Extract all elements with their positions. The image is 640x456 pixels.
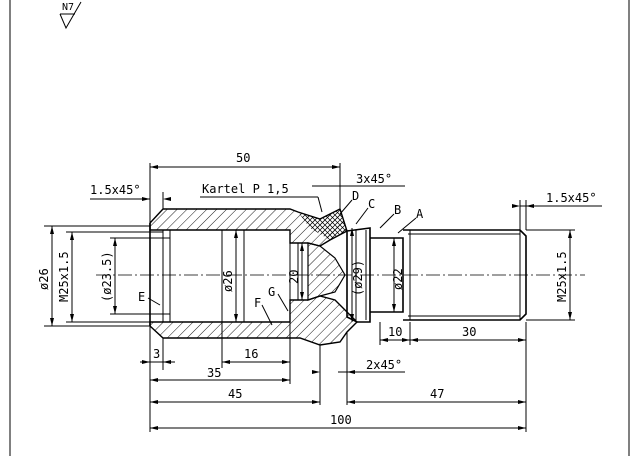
dim-dia26-outer: ø26 [37,268,51,290]
dim-30: 30 [462,325,476,339]
dim-35: 35 [207,366,221,380]
label-a: A [416,207,424,221]
surface-finish-symbol: N7 [59,1,82,30]
label-c: C [368,197,375,211]
dim-45: 45 [228,387,242,401]
label-g: G [268,285,275,299]
dim-dia26-inner: ø26 [221,270,235,292]
dim-3: 3 [153,347,160,361]
dim-m25-right: M25x1.5 [555,251,569,302]
label-d: D [352,189,359,203]
dim-20: 20 [287,270,301,284]
knurl-crosshatch [298,209,347,240]
label-e: E [138,290,145,304]
dim-dia22: ø22 [391,268,405,290]
dim-chamfer-3: 3x45° [356,172,392,186]
label-b: B [394,203,401,217]
dim-dia23-5: (ø23.5) [100,251,114,302]
dim-chamfer-right: 1.5x45° [546,191,597,205]
dim-m25-left: M25x1.5 [57,251,71,302]
dim-chamfer-left: 1.5x45° [90,183,141,197]
dim-16: 16 [244,347,258,361]
dim-10: 10 [388,325,402,339]
arrowheads [50,165,572,430]
dim-100: 100 [330,413,352,427]
dim-knurl: Kartel P 1,5 [202,182,289,196]
part-section [149,208,527,346]
surface-finish-text: N7 [62,2,74,13]
inner-cone-hatch [307,242,346,301]
label-f: F [254,296,261,310]
dim-chamfer-2: 2x45° [366,358,402,372]
label-leaders [147,199,417,326]
dim-50: 50 [236,151,250,165]
dim-dia29: (ø29) [351,260,365,296]
dim-47: 47 [430,387,444,401]
